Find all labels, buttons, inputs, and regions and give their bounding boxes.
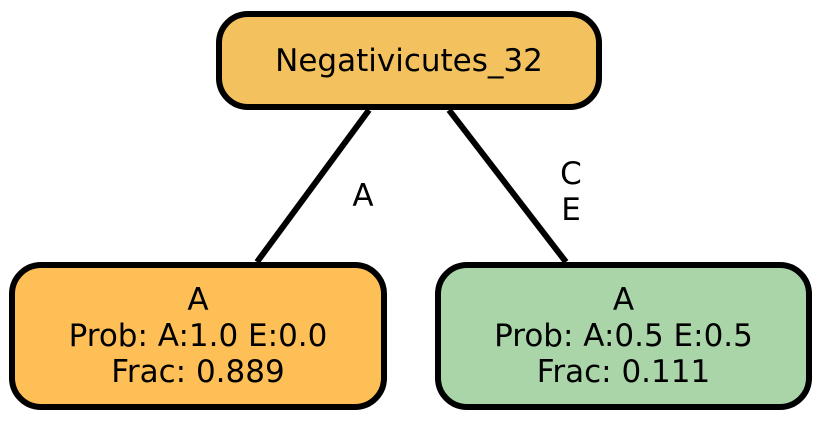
- edge-label-left: A: [343, 178, 383, 214]
- node-right-leaf: A Prob: A:0.5 E:0.5 Frac: 0.111: [435, 262, 812, 410]
- edge-label-left-line: A: [352, 178, 374, 214]
- node-root-title: Negativicutes_32: [275, 42, 543, 79]
- edge-label-right: C E: [551, 156, 591, 228]
- node-left-prob: Prob: A:1.0 E:0.0: [68, 318, 328, 354]
- edge-root-to-left: [254, 108, 372, 264]
- node-left-frac: Frac: 0.889: [111, 354, 285, 390]
- node-right-class: A: [612, 282, 635, 318]
- edge-root-to-right: [446, 108, 569, 264]
- node-root: Negativicutes_32: [216, 11, 602, 110]
- edge-label-right-line-2: E: [561, 192, 581, 228]
- node-left-leaf: A Prob: A:1.0 E:0.0 Frac: 0.889: [9, 262, 387, 410]
- edge-label-right-line-1: C: [560, 156, 582, 192]
- node-right-frac: Frac: 0.111: [536, 354, 711, 390]
- node-right-prob: Prob: A:0.5 E:0.5: [494, 318, 753, 354]
- node-left-class: A: [187, 282, 209, 318]
